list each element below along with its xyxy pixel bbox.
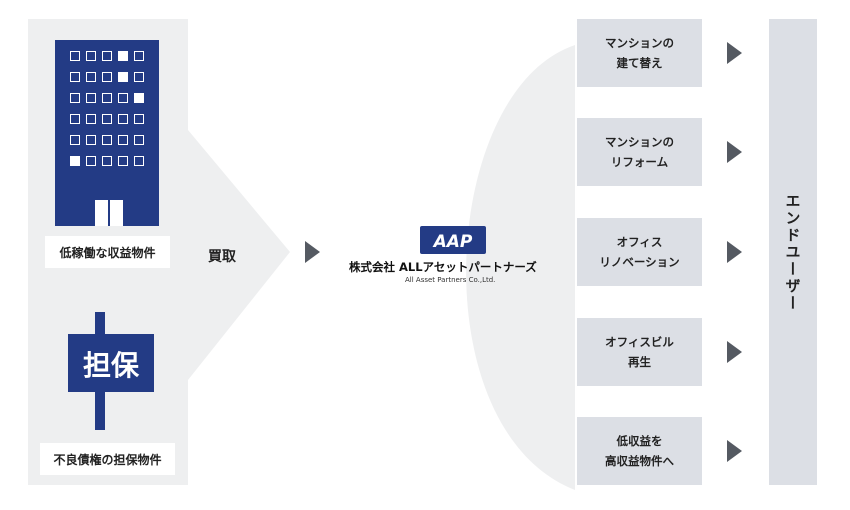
service-box-office-renovation: オフィス リノベーション — [577, 218, 702, 286]
building-window — [118, 114, 128, 124]
building-window — [102, 156, 112, 166]
building-window — [70, 51, 80, 61]
building-icon — [55, 40, 159, 226]
building-window — [86, 72, 96, 82]
building-window — [70, 156, 80, 166]
source-label-low-occupancy: 低稼働な収益物件 — [45, 236, 170, 268]
building-window — [118, 51, 128, 61]
service-box-low-to-high-yield: 低収益を 高収益物件へ — [577, 417, 702, 485]
arrow-right-icon — [727, 141, 742, 163]
service-line1: マンションの — [605, 36, 674, 50]
building-window — [86, 156, 96, 166]
company-logo: AAP — [420, 226, 486, 254]
building-window — [134, 135, 144, 145]
service-box-condo-reform: マンションの リフォーム — [577, 118, 702, 186]
building-window — [118, 156, 128, 166]
arrow-right-icon — [727, 241, 742, 263]
arrow-right-icon — [727, 42, 742, 64]
service-line2: リノベーション — [599, 255, 680, 269]
service-box-condo-rebuild: マンションの 建て替え — [577, 19, 702, 87]
source-label-bad-debt: 不良債権の担保物件 — [40, 443, 175, 475]
building-window — [134, 51, 144, 61]
buy-label: 買取 — [208, 249, 236, 265]
service-box-office-building-revival: オフィスビル 再生 — [577, 318, 702, 386]
service-line1: マンションの — [605, 135, 674, 149]
building-door — [95, 200, 108, 226]
building-window — [118, 93, 128, 103]
arc-background — [466, 45, 575, 490]
arrow-right-icon — [305, 241, 320, 263]
building-window — [134, 72, 144, 82]
service-line1: オフィスビル — [605, 335, 674, 349]
company-name-en: All Asset Partners Co.,Ltd. — [405, 276, 496, 284]
building-window — [118, 135, 128, 145]
building-window — [102, 114, 112, 124]
building-window — [102, 93, 112, 103]
building-window — [70, 93, 80, 103]
building-window — [86, 93, 96, 103]
service-line1: オフィス — [616, 235, 663, 249]
building-door — [110, 200, 123, 226]
end-user-label: エンドユーザー — [783, 192, 802, 312]
collateral-sign-text: 担保 — [83, 349, 140, 382]
building-window — [118, 72, 128, 82]
building-window — [102, 72, 112, 82]
end-user-box: エンドユーザー — [769, 19, 817, 485]
arrow-right-icon — [727, 440, 742, 462]
arrow-right-icon — [727, 341, 742, 363]
service-line2: 高収益物件へ — [605, 454, 674, 468]
building-window — [86, 135, 96, 145]
building-window — [134, 114, 144, 124]
building-window — [134, 93, 144, 103]
building-window — [102, 51, 112, 61]
service-line2: 再生 — [628, 355, 651, 369]
company-name-jp: 株式会社 ALLアセットパートナーズ — [349, 260, 537, 274]
building-window — [70, 114, 80, 124]
building-window — [86, 114, 96, 124]
service-line2: リフォーム — [610, 155, 669, 169]
building-window — [70, 72, 80, 82]
service-line1: 低収益を — [616, 434, 663, 448]
building-window — [70, 135, 80, 145]
building-window — [86, 51, 96, 61]
svg-text:AAP: AAP — [432, 232, 473, 252]
service-line2: 建て替え — [616, 56, 663, 70]
collateral-sign-icon: 担保 — [68, 312, 154, 430]
building-window — [134, 156, 144, 166]
building-window — [102, 135, 112, 145]
